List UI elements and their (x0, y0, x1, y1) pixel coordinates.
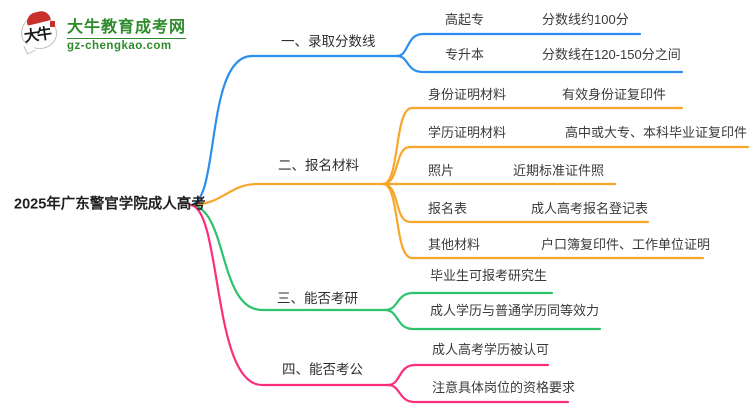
subtopic-value[interactable]: 分数线约100分 (542, 12, 629, 28)
subtopic-label[interactable]: 成人高考学历被认可 (432, 342, 550, 358)
subtopic-label[interactable]: 高起专 (445, 12, 485, 28)
subtopic-label[interactable]: 身份证明材料 (428, 87, 507, 103)
subtopic-value[interactable]: 有效身份证复印件 (562, 87, 667, 103)
root-topic[interactable]: 2025年广东警官学院成人高考 (14, 196, 206, 213)
subtopic-label[interactable]: 报名表 (428, 201, 468, 217)
subtopic-value[interactable]: 高中或大专、本科毕业证复印件 (565, 125, 748, 141)
logo-badge-text: 大牛 (22, 24, 52, 46)
subtopic-label[interactable]: 专升本 (445, 47, 485, 63)
subtopic-label[interactable]: 其他材料 (428, 237, 481, 253)
branch-topic-1[interactable]: 一、录取分数线 (281, 33, 376, 49)
subtopic-label[interactable]: 注意具体岗位的资格要求 (432, 380, 576, 396)
subtopic-label[interactable]: 成人学历与普通学历同等效力 (430, 303, 600, 319)
branch-topic-3[interactable]: 三、能否考研 (277, 290, 358, 306)
subtopic-label[interactable]: 毕业生可报考研究生 (430, 268, 548, 284)
site-logo[interactable]: 大牛 大牛教育成考网 gz-chengkao.com (20, 9, 187, 52)
site-name: 大牛教育成考网 (67, 18, 187, 36)
subtopic-value[interactable]: 成人高考报名登记表 (531, 201, 649, 217)
subtopic-value[interactable]: 户口簿复印件、工作单位证明 (541, 237, 711, 253)
subtopic-value[interactable]: 近期标准证件照 (513, 163, 605, 179)
subtopic-label[interactable]: 学历证明材料 (428, 125, 507, 141)
branch-topic-4[interactable]: 四、能否考公 (282, 361, 363, 377)
subtopic-label[interactable]: 照片 (428, 163, 455, 179)
branch-2-lines (189, 106, 750, 260)
branch-3-lines (189, 203, 602, 331)
logo-text-block: 大牛教育成考网 gz-chengkao.com (67, 13, 187, 52)
subtopic-value[interactable]: 分数线在120-150分之间 (542, 47, 681, 63)
branch-topic-2[interactable]: 二、报名材料 (278, 157, 359, 173)
site-domain: gz-chengkao.com (67, 37, 187, 52)
logo-red-seal (50, 21, 55, 27)
logo-bull-icon: 大牛 (20, 9, 60, 52)
branch-4-lines (189, 203, 570, 404)
branch-1-lines (189, 32, 684, 207)
